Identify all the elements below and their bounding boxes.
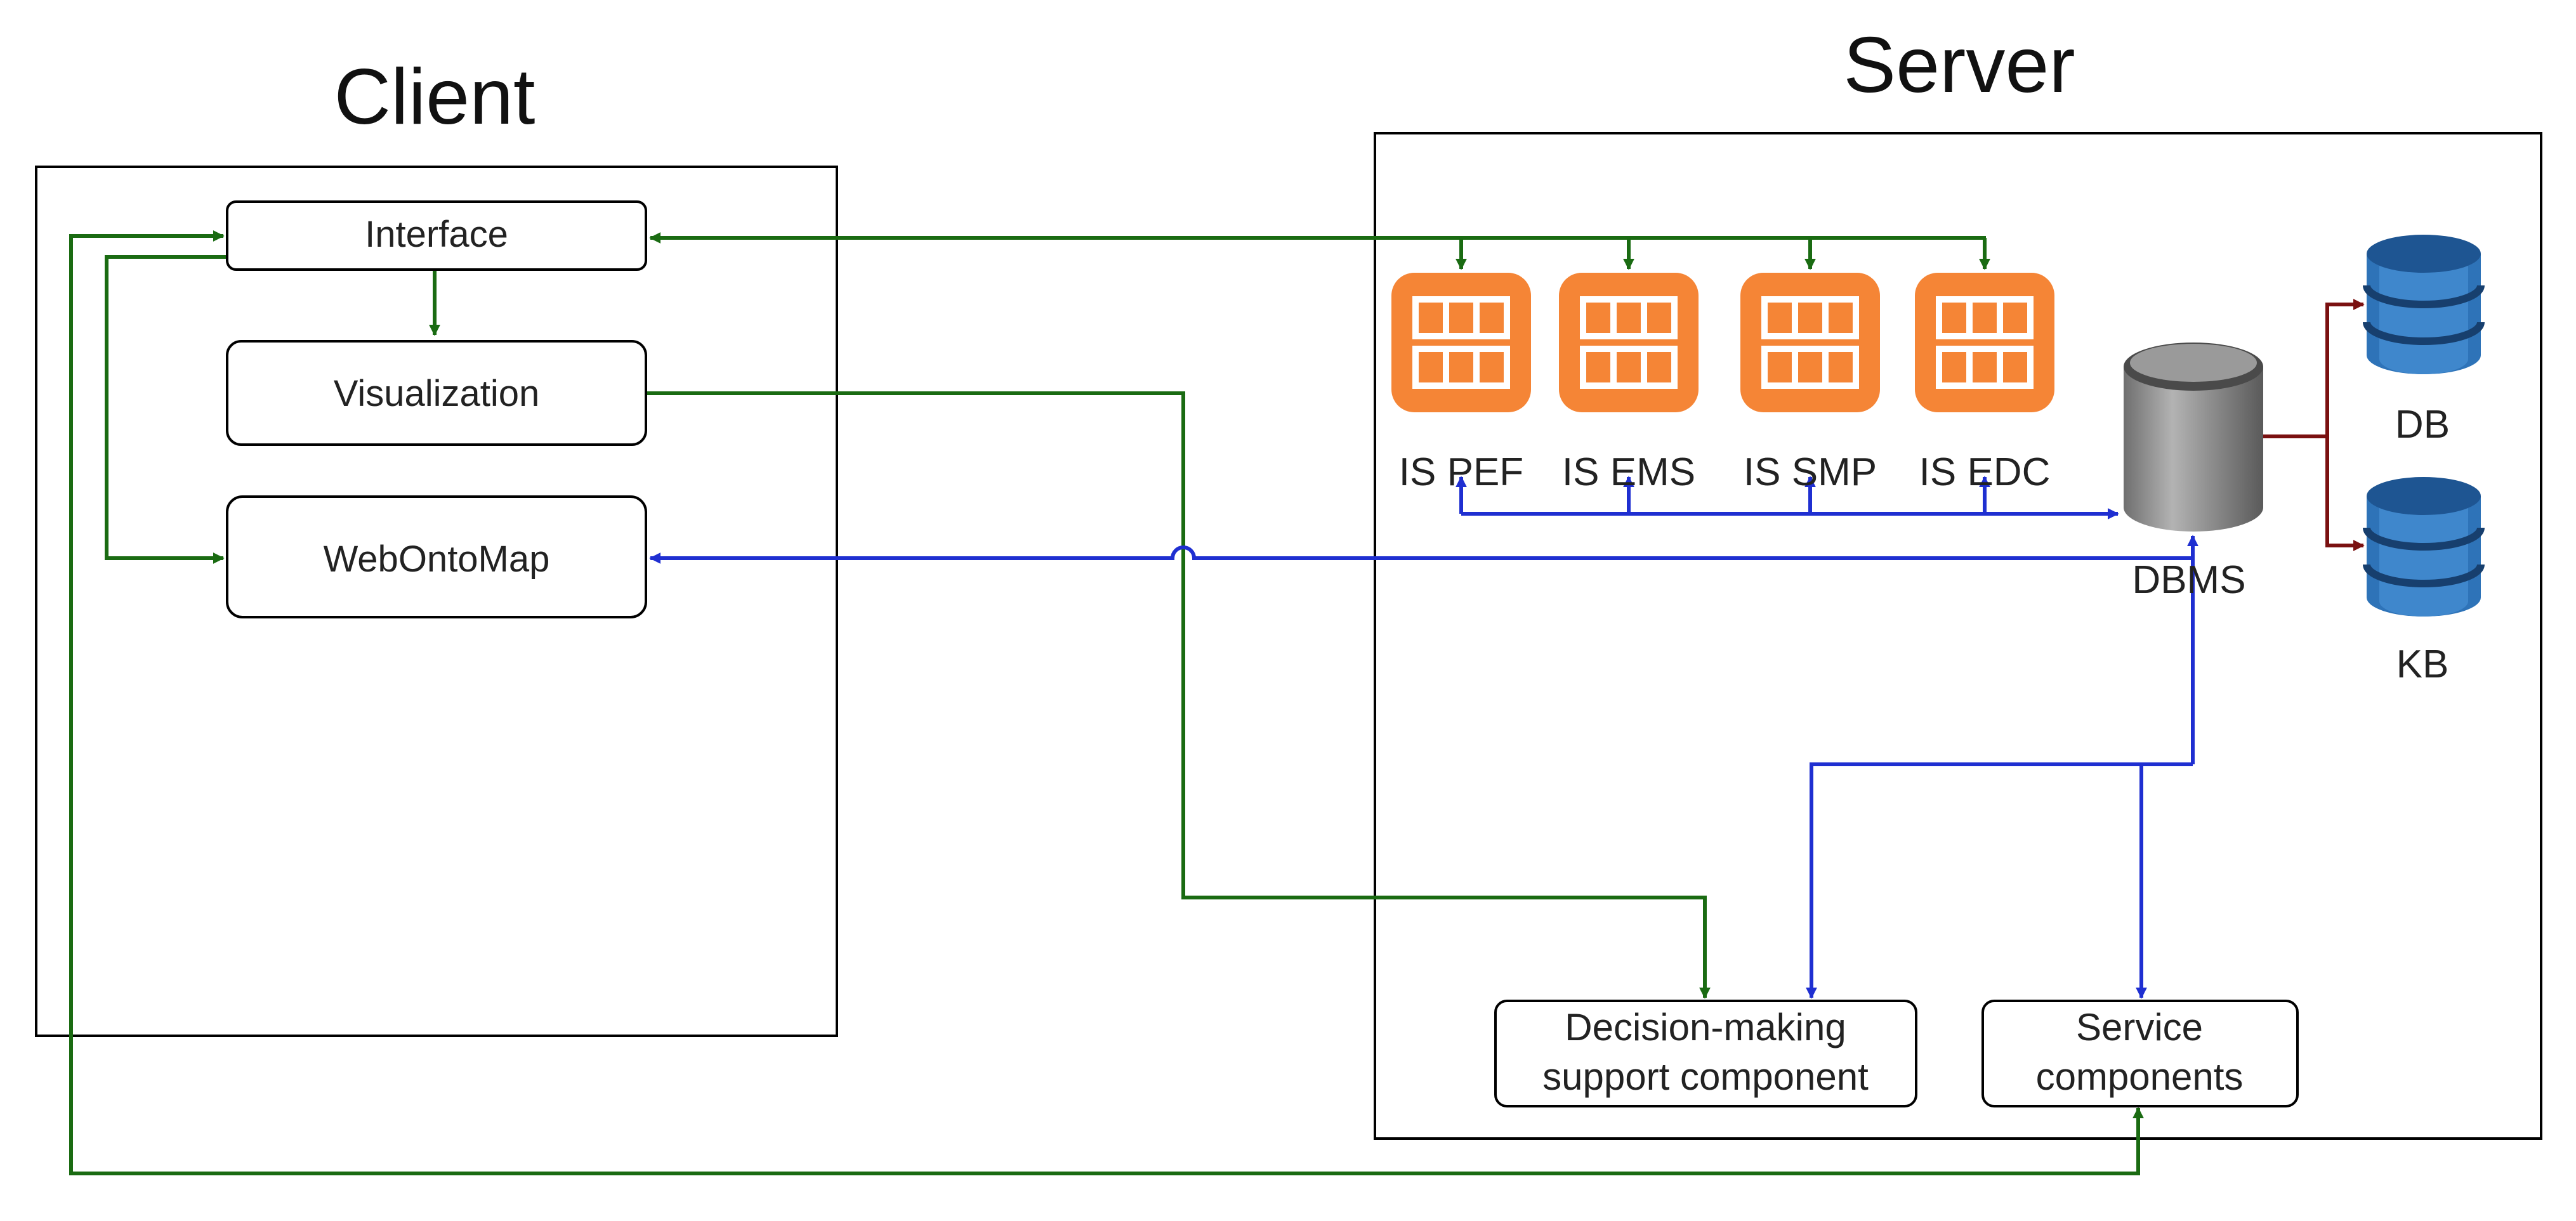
table-grid-icon [1559,273,1699,412]
is-smp-node[interactable]: IS SMP [1740,273,1880,494]
kb-label: KB [2396,643,2449,686]
arrow-dbms-to-kb [2325,436,2365,551]
connectors [69,230,2365,1175]
server-container [1374,132,2542,1140]
decision-making-box[interactable]: Decision-making support component [1494,1000,1917,1107]
webontomap-box[interactable]: WebOntoMap [226,495,647,618]
is-ems-label: IS EMS [1562,450,1695,494]
is-pef-label: IS PEF [1399,450,1523,494]
arrow-dbms-to-db [2259,299,2365,438]
dbms-node[interactable]: DBMS [2124,343,2263,602]
dbms-label: DBMS [2132,558,2245,602]
decision-label-line2: support component [1542,1055,1869,1098]
database-cylinder-icon [2124,343,2263,532]
arrow-visualization-to-decision [644,391,1711,999]
arrow-to-decision-component [1806,762,2193,999]
interface-box[interactable]: Interface [226,200,647,271]
db-node[interactable]: DB [2367,235,2481,447]
arrow-dbms-to-webontomap [649,545,2193,564]
service-label-line2: components [2036,1055,2244,1098]
database-stack-icon [2367,477,2481,617]
table-grid-icon [1915,273,2054,412]
server-title: Server [1843,22,2075,109]
decision-label-line1: Decision-making [1565,1006,1846,1048]
is-pef-node[interactable]: IS PEF [1391,273,1531,494]
table-grid-icon [1740,273,1880,412]
is-ems-node[interactable]: IS EMS [1559,273,1699,494]
arrow-service-to-interface [69,230,2140,1175]
is-edc-label: IS EDC [1919,450,2051,494]
kb-node[interactable]: KB [2367,477,2481,686]
interface-label: Interface [365,214,508,255]
visualization-box[interactable]: Visualization [226,340,647,446]
is-edc-node[interactable]: IS EDC [1915,273,2054,494]
is-smp-label: IS SMP [1744,450,1877,494]
database-stack-icon [2367,235,2481,374]
client-title: Client [334,53,535,141]
client-container [35,166,838,1037]
db-label: DB [2395,403,2450,447]
service-label-line1: Service [2076,1006,2203,1048]
arrow-loop-to-interface [105,255,227,564]
visualization-label: Visualization [334,373,540,414]
webontomap-label: WebOntoMap [324,539,550,580]
table-grid-icon [1391,273,1531,412]
service-components-box[interactable]: Service components [1981,1000,2299,1107]
